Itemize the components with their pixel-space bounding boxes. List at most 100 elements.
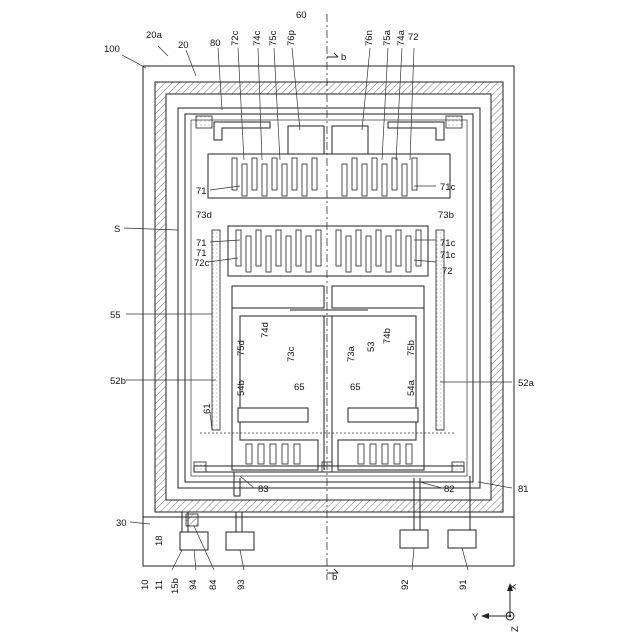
comb-finger	[236, 230, 241, 266]
anchor-rail-top-right	[446, 116, 462, 128]
label-93: 93	[236, 579, 247, 590]
label-53: 53	[366, 341, 377, 352]
label-72c-top: 72c	[230, 30, 241, 46]
meander-finger	[294, 444, 300, 464]
comb-finger	[376, 230, 381, 266]
comb-finger	[382, 164, 387, 196]
label-52a: 52a	[518, 378, 535, 389]
label-75b: 75b	[406, 340, 417, 356]
label-61: 61	[202, 403, 213, 414]
mid-bar-left	[232, 286, 324, 308]
label-b-top: b	[341, 52, 346, 63]
comb-finger	[256, 230, 261, 266]
comb-finger	[392, 158, 397, 190]
label-71c-a: 71c	[440, 182, 456, 193]
comb-finger	[342, 164, 347, 196]
comb-finger	[242, 164, 247, 196]
anchor-rail-top-left	[196, 116, 212, 128]
comb-finger	[372, 158, 377, 190]
label-71-c: 71	[196, 248, 207, 259]
comb-finger	[286, 236, 291, 272]
comb-finger	[362, 164, 367, 196]
via-84	[186, 514, 198, 526]
electrode-65-left	[238, 408, 308, 422]
label-10: 10	[140, 579, 151, 590]
label-65-right: 65	[350, 382, 361, 393]
label-55: 55	[110, 310, 121, 321]
label-72-mid: 72	[442, 266, 453, 277]
label-54a: 54a	[406, 379, 417, 396]
label-84: 84	[208, 579, 219, 590]
label-74b: 74b	[382, 328, 393, 344]
label-72-top: 72	[408, 32, 419, 43]
inner-frame-2	[185, 114, 473, 482]
label-52b: 52b	[110, 376, 126, 387]
top-center-block-right	[332, 126, 368, 154]
meander-finger	[382, 444, 388, 464]
comb-finger	[402, 164, 407, 196]
label-80: 80	[210, 38, 221, 49]
label-75c: 75c	[268, 30, 279, 46]
comb-finger	[316, 230, 321, 266]
label-71c-b: 71c	[440, 238, 456, 249]
comb-finger	[232, 158, 237, 190]
label-71-a: 71	[196, 186, 207, 197]
label-73a: 73a	[346, 345, 357, 362]
axis-y-label: Y	[472, 612, 479, 623]
comb-finger	[292, 158, 297, 190]
meander-finger	[258, 444, 264, 464]
comb-finger	[352, 158, 357, 190]
meander-finger	[370, 444, 376, 464]
comb-finger	[252, 158, 257, 190]
label-82: 82	[444, 484, 455, 495]
label-75a: 75a	[382, 29, 393, 46]
label-20a: 20a	[146, 30, 163, 41]
comb-finger	[302, 164, 307, 196]
top-center-block-left	[288, 126, 324, 154]
comb-finger	[276, 230, 281, 266]
label-54b: 54b	[236, 380, 247, 396]
label-20: 20	[178, 40, 189, 51]
label-74c-top: 74c	[252, 30, 263, 46]
pad-93	[226, 532, 254, 550]
comb-finger	[406, 236, 411, 272]
anchor-bottom-right	[452, 462, 464, 472]
label-72c-mid: 72c	[194, 258, 210, 269]
inner-frame-1	[178, 108, 480, 488]
label-60: 60	[296, 10, 307, 21]
comb-finger	[262, 164, 267, 196]
comb-finger	[306, 236, 311, 272]
meander-finger	[270, 444, 276, 464]
mid-bar-right	[332, 286, 424, 308]
comb-finger	[336, 230, 341, 266]
label-91: 91	[458, 579, 469, 590]
label-76p: 76p	[286, 30, 297, 46]
meander-finger	[394, 444, 400, 464]
meander-finger	[246, 444, 252, 464]
label-73c: 73c	[286, 346, 297, 362]
comb-finger	[296, 230, 301, 266]
meander-finger	[282, 444, 288, 464]
comb-finger	[356, 230, 361, 266]
label-11: 11	[154, 580, 165, 590]
pad-91	[448, 530, 476, 548]
section-b-top	[327, 53, 338, 57]
comb-finger	[272, 158, 277, 190]
bottom-fingers	[246, 444, 412, 464]
label-74d: 74d	[260, 322, 271, 338]
label-92: 92	[400, 579, 411, 590]
comb-finger	[396, 230, 401, 266]
comb-finger	[386, 236, 391, 272]
comb-finger	[312, 158, 317, 190]
label-b-bottom: b	[332, 572, 337, 583]
pad-92	[400, 530, 428, 548]
comb-finger	[246, 236, 251, 272]
label-81: 81	[518, 484, 529, 495]
anchor-rail-left	[212, 230, 220, 430]
axis-z-label: Z	[510, 626, 521, 632]
label-73d: 73d	[196, 210, 212, 221]
pad-lead-93	[236, 512, 242, 534]
anchor-bottom-left	[194, 462, 206, 472]
label-74a: 74a	[396, 29, 407, 46]
